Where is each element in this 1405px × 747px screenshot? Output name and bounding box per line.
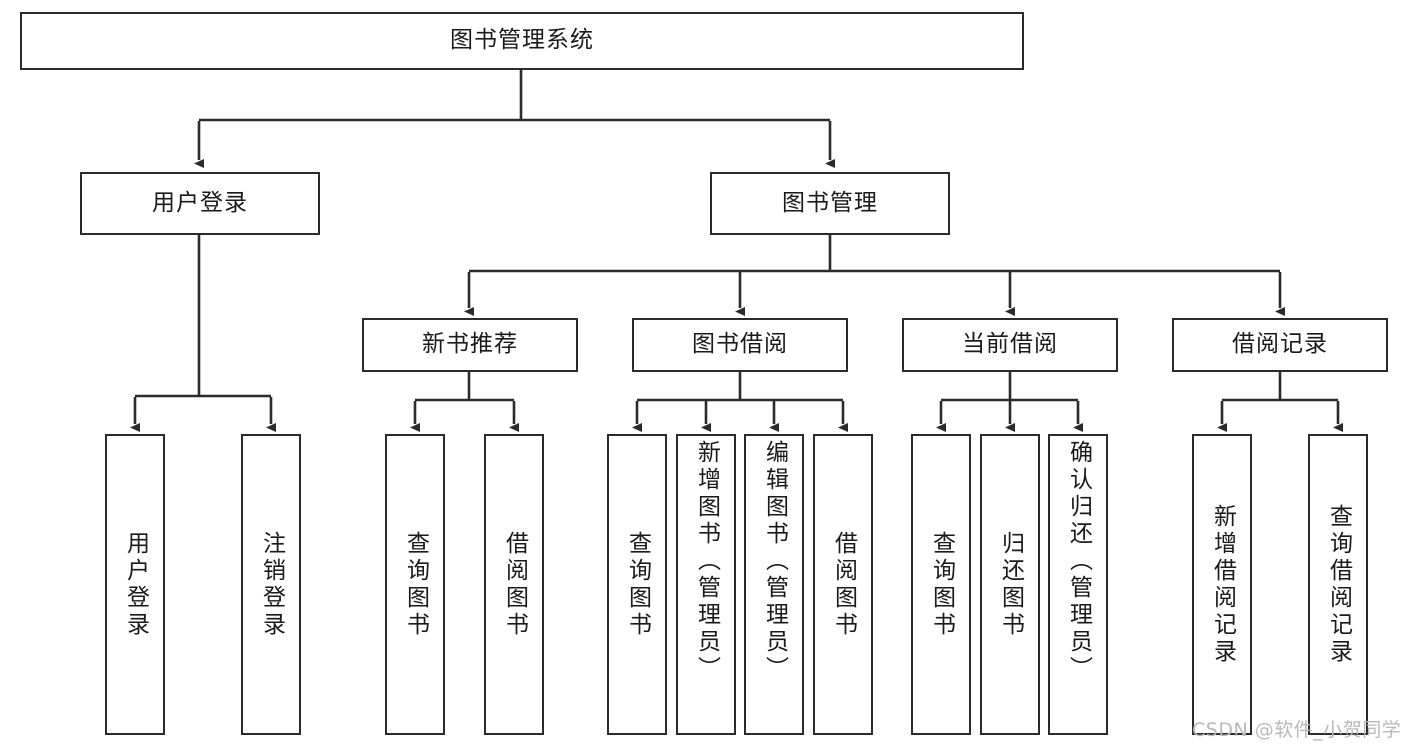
leaf-borrow-book-1[interactable]: 借阅图书 xyxy=(484,434,544,735)
leaf-label: 归还图书 xyxy=(997,530,1024,639)
node-book-borrow[interactable]: 图书借阅 xyxy=(632,318,848,372)
node-current-borrow[interactable]: 当前借阅 xyxy=(902,318,1118,372)
node-label: 图书管理系统 xyxy=(450,27,594,54)
node-root-book-management-system[interactable]: 图书管理系统 xyxy=(20,12,1024,70)
leaf-add-record[interactable]: 新增借阅记录 xyxy=(1192,434,1252,735)
leaf-user-login[interactable]: 用户登录 xyxy=(105,434,165,735)
leaf-borrow-book-2[interactable]: 借阅图书 xyxy=(813,434,873,735)
node-label: 用户登录 xyxy=(152,189,248,216)
leaf-label: 注销登录 xyxy=(258,530,285,639)
leaf-query-book-2[interactable]: 查询图书 xyxy=(607,434,667,735)
leaf-query-record[interactable]: 查询借阅记录 xyxy=(1308,434,1368,735)
leaf-label: 借阅图书 xyxy=(830,530,857,639)
node-book-manage[interactable]: 图书管理 xyxy=(710,172,950,235)
node-label: 图书管理 xyxy=(782,189,878,216)
node-user-login[interactable]: 用户登录 xyxy=(80,172,320,235)
leaf-label: 编辑图书（管理员） xyxy=(761,440,788,683)
node-new-book-recommend[interactable]: 新书推荐 xyxy=(362,318,578,372)
leaf-label: 查询图书 xyxy=(928,530,955,639)
leaf-label: 用户登录 xyxy=(122,530,149,639)
leaf-label: 新增借阅记录 xyxy=(1209,503,1236,666)
leaf-label: 借阅图书 xyxy=(501,530,528,639)
leaf-query-book-3[interactable]: 查询图书 xyxy=(911,434,971,735)
leaf-confirm-return[interactable]: 确认归还（管理员） xyxy=(1048,434,1108,735)
leaf-label: 新增图书（管理员） xyxy=(693,440,720,683)
node-label: 新书推荐 xyxy=(422,331,518,358)
node-label: 当前借阅 xyxy=(962,331,1058,358)
leaf-return-book[interactable]: 归还图书 xyxy=(980,434,1040,735)
leaf-edit-book[interactable]: 编辑图书（管理员） xyxy=(744,434,804,735)
leaf-label: 查询借阅记录 xyxy=(1325,503,1352,666)
node-label: 图书借阅 xyxy=(692,331,788,358)
leaf-logout-login[interactable]: 注销登录 xyxy=(241,434,301,735)
leaf-label: 查询图书 xyxy=(624,530,651,639)
node-borrow-record[interactable]: 借阅记录 xyxy=(1172,318,1388,372)
leaf-query-book-1[interactable]: 查询图书 xyxy=(385,434,445,735)
leaf-label: 确认归还（管理员） xyxy=(1065,440,1092,683)
leaf-add-book[interactable]: 新增图书（管理员） xyxy=(676,434,736,735)
node-label: 借阅记录 xyxy=(1232,331,1328,358)
leaf-label: 查询图书 xyxy=(402,530,429,639)
